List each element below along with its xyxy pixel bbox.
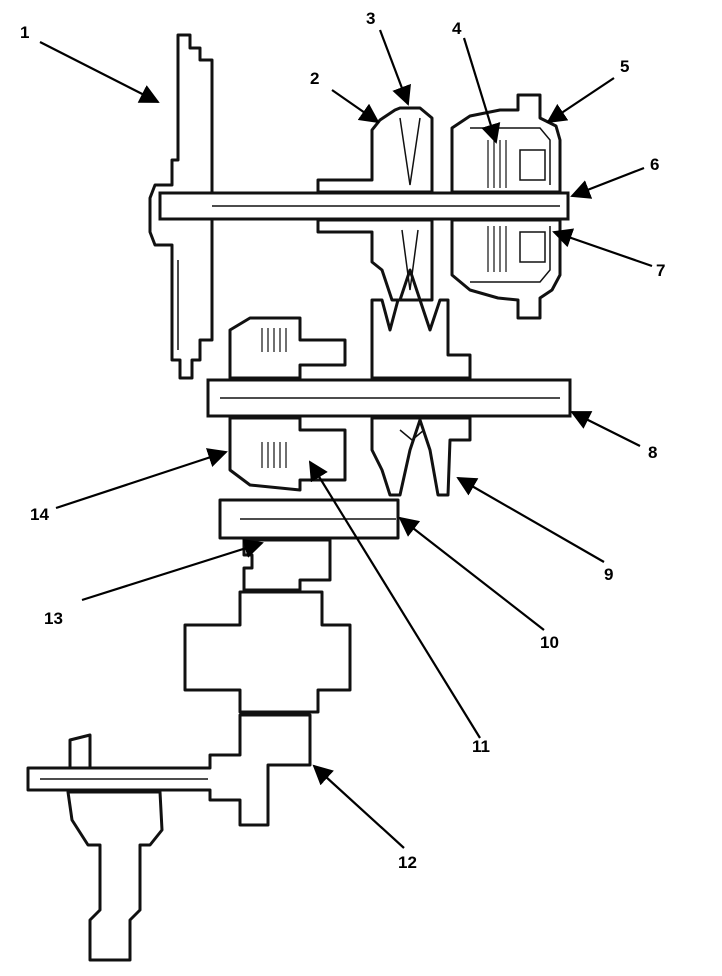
secondary-gears — [218, 498, 400, 592]
leader-9 — [456, 477, 605, 563]
leader-5 — [546, 77, 615, 124]
callout-10: 10 — [540, 633, 559, 652]
callout-1: 1 — [20, 23, 29, 42]
leader-12 — [312, 764, 405, 849]
driven-shaft — [206, 378, 572, 418]
callout-labels: 1 2 3 4 5 6 7 8 9 10 11 12 13 14 — [20, 9, 665, 872]
final-gear-and-axle — [26, 713, 312, 962]
input-shaft — [158, 191, 570, 221]
drive-pulley — [316, 106, 434, 302]
leader-3 — [378, 29, 411, 106]
callout-4: 4 — [452, 19, 462, 38]
callout-leaders — [39, 29, 653, 849]
leader-6 — [570, 166, 645, 199]
clutch-planetary-assembly — [450, 93, 562, 320]
callout-9: 9 — [604, 565, 613, 584]
callout-13: 13 — [44, 609, 63, 628]
driven-pulley — [370, 298, 472, 497]
leader-11 — [308, 460, 481, 739]
callout-2: 2 — [310, 69, 319, 88]
leader-2 — [331, 89, 380, 124]
callout-6: 6 — [650, 155, 659, 174]
callout-12: 12 — [398, 853, 417, 872]
leader-4 — [462, 37, 501, 144]
callout-11: 11 — [472, 737, 490, 756]
leader-7 — [552, 228, 653, 268]
differential — [183, 590, 352, 714]
callout-3: 3 — [366, 9, 375, 28]
leader-8 — [570, 411, 641, 447]
leader-14 — [55, 448, 228, 510]
callout-7: 7 — [656, 261, 665, 280]
callout-14: 14 — [30, 505, 49, 524]
leader-1 — [39, 41, 160, 103]
callout-5: 5 — [620, 57, 629, 76]
leader-10 — [398, 516, 545, 631]
callout-8: 8 — [648, 443, 657, 462]
leader-13 — [81, 538, 264, 602]
